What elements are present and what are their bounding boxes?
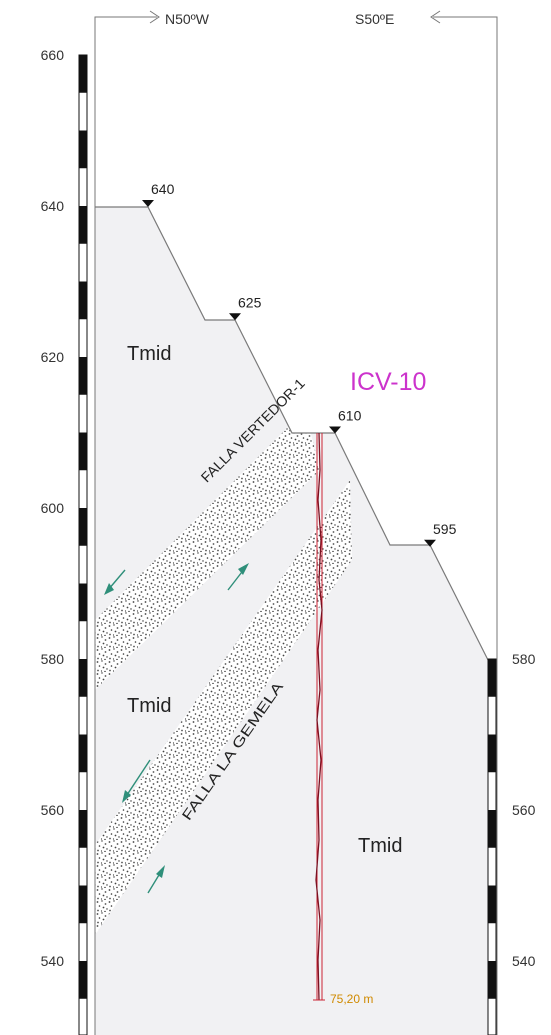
elevation-marker-icon [329,426,341,434]
elevation-marker-icon [229,313,241,321]
elevation-marker-icon [424,539,436,547]
scale-label: 540 [512,953,536,969]
scale-segment [79,508,87,546]
scale-label: 620 [41,349,65,365]
unit-label: Tmid [127,343,171,365]
movement-arrow-icon [122,759,151,803]
fault-movement-arrows [104,563,249,894]
direction-arrow-right [433,16,498,30]
elevation-marker-icon [142,200,154,207]
unit-label: Tmid [358,835,402,857]
scale-segment [79,55,87,93]
depth-label: 75,20 m [330,992,373,1006]
borehole [313,432,325,1001]
arrowhead-right-icon [430,10,441,24]
scale-label: 560 [41,802,65,818]
scale-label: 660 [41,47,65,63]
scale-segment [79,281,87,320]
scale-segment [79,810,87,848]
scale-segment [79,734,87,773]
scale-label: 560 [512,802,536,818]
direction-label-right: S50ºE [355,11,394,27]
left-elevation-scale: 660 640 620 600 580 560 540 [41,47,88,1035]
fault-zones [95,410,352,935]
elevation-marker-label: 610 [338,408,362,424]
fault-zone-gemela [95,480,352,935]
scale-segment [488,659,496,697]
scale-segment [488,885,496,924]
elevation-marker-label: 640 [151,181,175,197]
arrowhead-left-icon [149,10,160,24]
right-elevation-scale: 580 560 540 [487,651,536,1035]
elevation-marker-label: 595 [433,521,457,537]
scale-label: 540 [41,953,65,969]
fault-zone-vertedor [95,410,320,690]
borehole-log-trace [315,432,323,1001]
scale-label: 640 [41,198,65,214]
scale-segment [79,961,87,999]
scale-segment [79,885,87,924]
scale-label: 580 [41,651,65,667]
scale-segment [79,357,87,395]
scale-segment [79,206,87,244]
scale-segment [488,961,496,999]
scale-label: 600 [41,500,65,516]
scale-segment [488,734,496,773]
scale-segment [79,659,87,697]
borehole-label: ICV-10 [350,368,426,396]
movement-arrow-icon [104,569,126,595]
scale-segment [79,583,87,622]
unit-label: Tmid [127,695,171,717]
movement-arrow-icon [227,563,249,591]
elevation-marker-label: 625 [238,294,262,310]
scale-segment [488,810,496,848]
scale-label: 580 [512,651,536,667]
terrain-profile [95,206,489,661]
movement-arrow-icon [147,865,165,894]
terrain-point-markers: 640 625 610 595 [142,181,457,547]
direction-arrow-left [94,16,157,30]
scale-segment [79,130,87,169]
scale-segment [79,432,87,471]
direction-label-left: N50ºW [165,11,210,27]
